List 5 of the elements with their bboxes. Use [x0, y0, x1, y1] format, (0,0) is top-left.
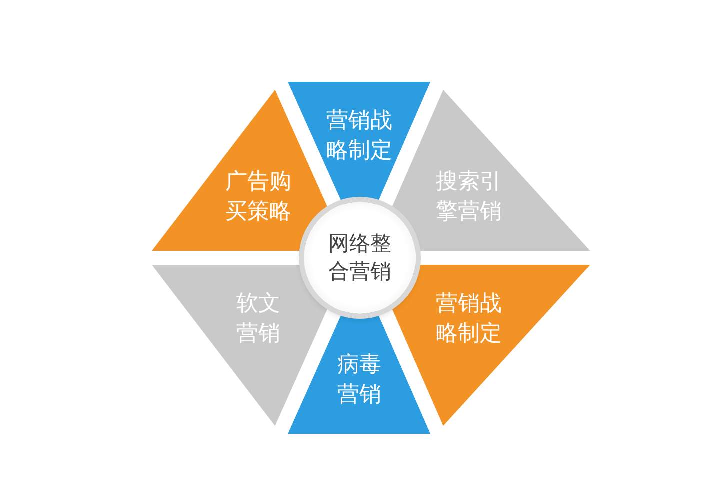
segment-label: 营销战略制定	[434, 290, 503, 348]
segment-label: 广告购买策略	[224, 168, 293, 226]
center-label: 网络整合营销	[328, 230, 392, 286]
segment-label: 营销战略制定	[325, 107, 394, 165]
segment-label: 病毒营销	[336, 351, 382, 409]
